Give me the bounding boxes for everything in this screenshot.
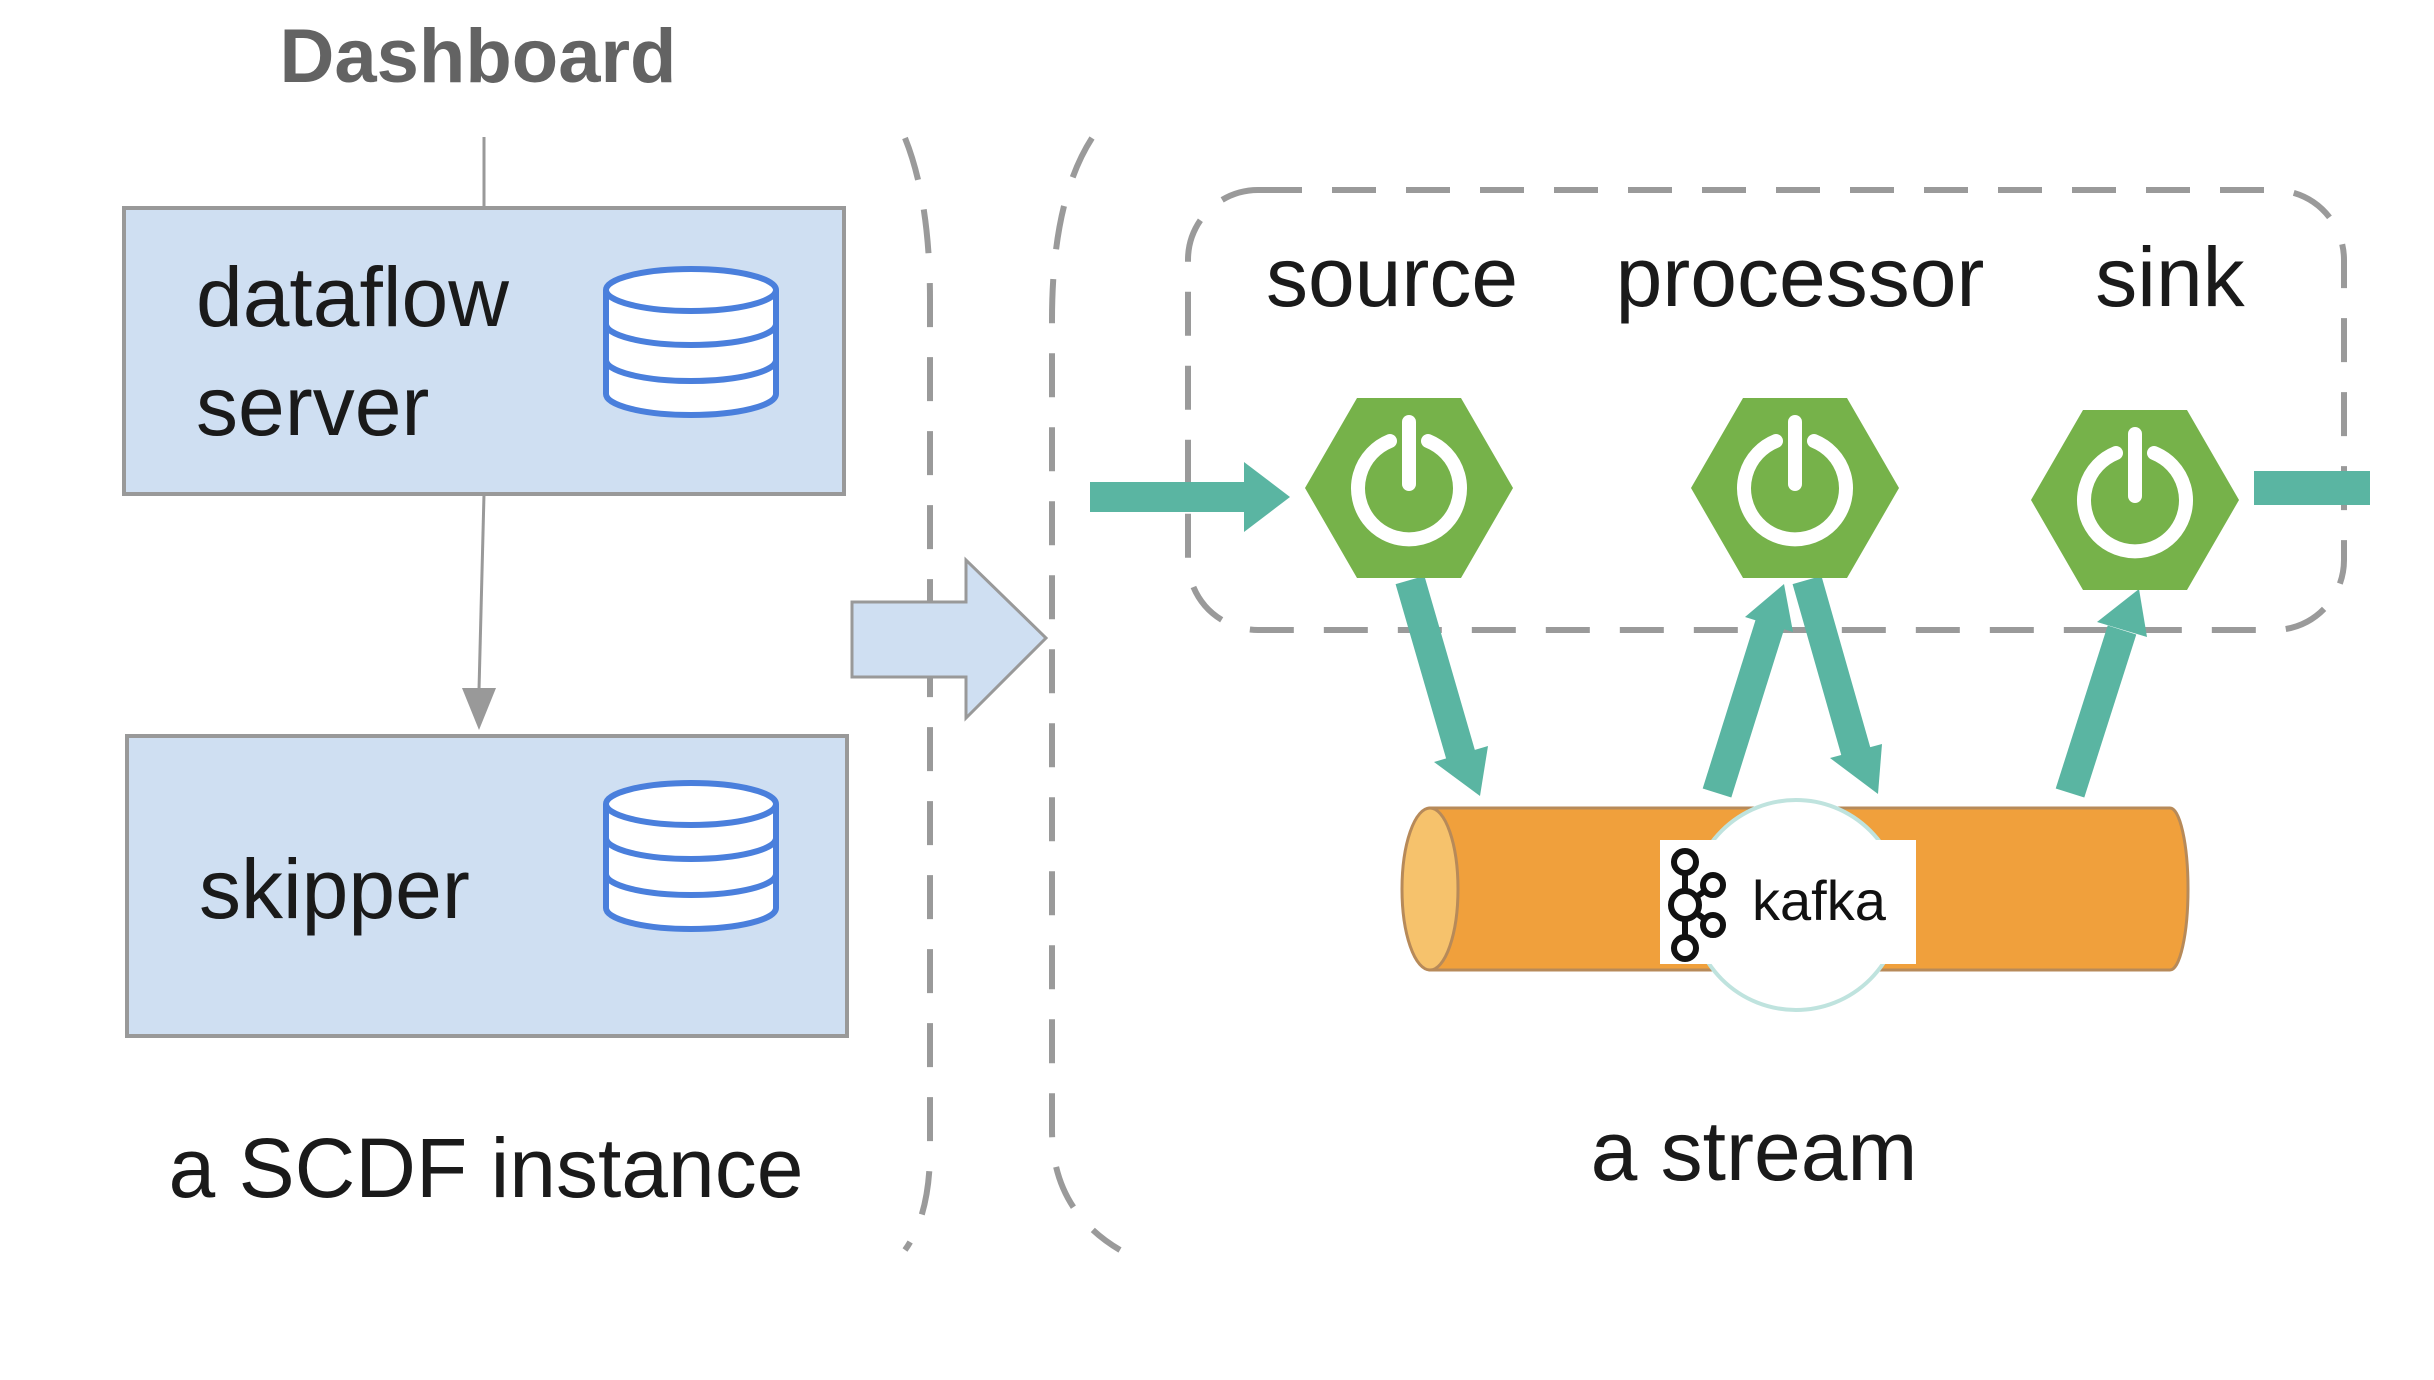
sink-label: sink xyxy=(2095,230,2245,324)
kafka-to-processor-arrow xyxy=(1702,584,1793,798)
dataflow-to-skipper-arrow xyxy=(462,493,496,730)
stream-output-arrow xyxy=(2254,471,2370,505)
kafka-logo-text: kafka xyxy=(1752,869,1887,932)
stream-caption: a stream xyxy=(1591,1104,1918,1198)
apps-container xyxy=(1185,187,2347,633)
database-icon xyxy=(606,269,776,415)
kafka-to-sink-arrow xyxy=(2055,589,2147,798)
kafka-logo-icon: kafka xyxy=(1660,840,1916,964)
database-icon xyxy=(606,783,776,929)
source-app-icon xyxy=(1305,398,1513,578)
dashboard-title: Dashboard xyxy=(280,14,677,99)
stream-boundary xyxy=(1049,136,1122,1253)
sink-app-icon xyxy=(2031,410,2239,590)
skipper-box: skipper xyxy=(125,734,849,1038)
scdf-boundary xyxy=(902,136,933,1252)
processor-to-kafka-arrow xyxy=(1792,575,1882,794)
source-to-kafka-arrow xyxy=(1395,575,1488,796)
stream-input-arrow xyxy=(1090,462,1290,532)
deploy-arrow xyxy=(850,556,1049,722)
scdf-instance-caption: a SCDF instance xyxy=(169,1121,804,1215)
processor-app-icon xyxy=(1691,398,1899,578)
dataflow-server-box: dataflow server xyxy=(122,206,846,496)
skipper-label: skipper xyxy=(199,842,470,936)
dataflow-server-label-line2: server xyxy=(196,359,429,453)
processor-label: processor xyxy=(1616,230,1985,324)
source-label: source xyxy=(1266,230,1518,324)
dataflow-server-label-line1: dataflow xyxy=(196,250,509,344)
